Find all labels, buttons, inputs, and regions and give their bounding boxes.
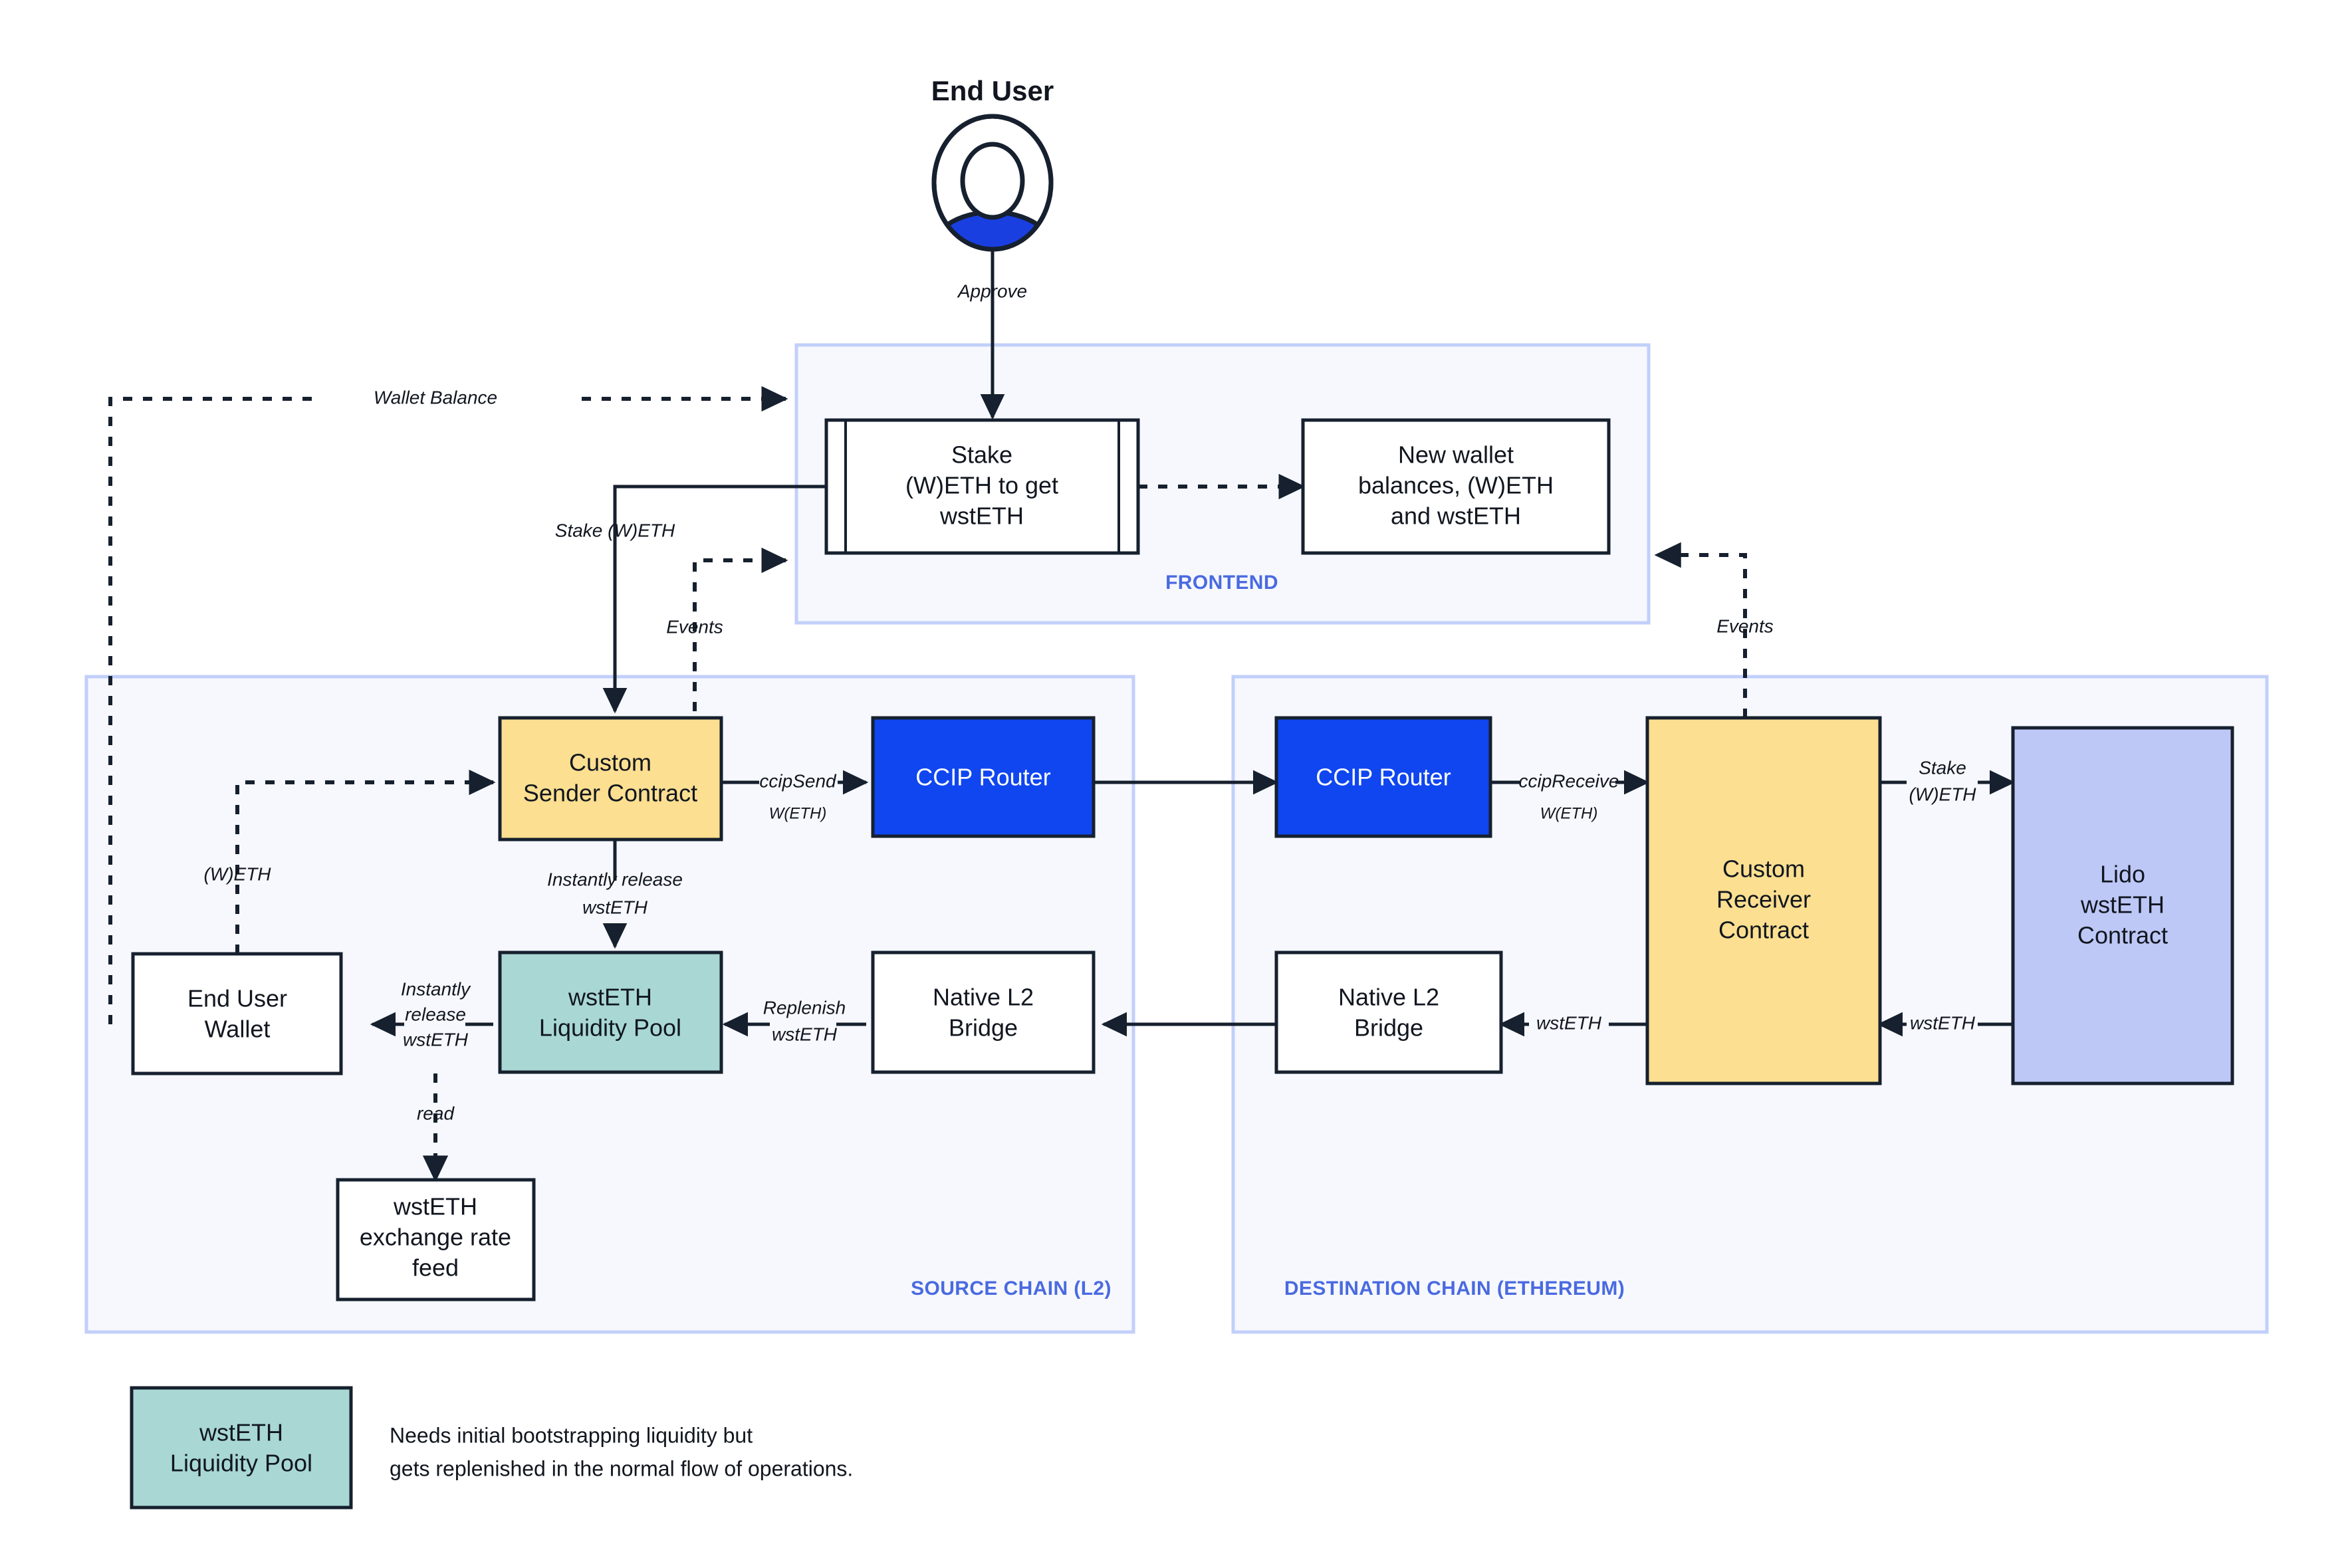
legend-description-line2: gets replenished in the normal flow of o… [390, 1456, 853, 1480]
edge-label-wallet-balance: Wallet Balance [374, 387, 497, 407]
edge-ccip-receive: ccipReceive W(ETH) [1490, 770, 1650, 822]
node-custom-receiver-line3: Contract [1718, 917, 1809, 944]
node-stake-label-line2: (W)ETH to get [905, 472, 1058, 499]
edge-wallet-balance: Wallet Balance [108, 380, 788, 1024]
node-new-balances-line2: balances, (W)ETH [1358, 472, 1554, 499]
edge-label-events-right: Events [1716, 616, 1774, 636]
edge-replenish-wsteth: Replenish wstETH [722, 997, 866, 1044]
edge-label-instantly-release-left-line3: wstETH [403, 1029, 469, 1050]
node-end-user-wallet-line2: Wallet [205, 1016, 271, 1043]
node-lido-line1: Lido [2100, 861, 2145, 888]
edge-label-events-left: Events [666, 616, 723, 637]
edge-label-replenish-line1: Replenish [763, 997, 846, 1018]
node-ccip-router-source-label: CCIP Router [915, 764, 1050, 791]
edge-label-stake-weth: Stake (W)ETH [555, 520, 675, 540]
node-stake-label-line3: wstETH [939, 503, 1024, 530]
edge-label-wsteth-right: wstETH [1910, 1012, 1976, 1033]
node-new-balances-line3: and wstETH [1391, 503, 1521, 530]
legend-swatch-line1: wstETH [199, 1419, 283, 1446]
edge-label-ccip-send: ccipSend [759, 770, 837, 791]
node-end-user-wallet-line1: End User [187, 985, 287, 1012]
edge-label-ccip-receive: ccipReceive [1519, 770, 1619, 791]
node-native-bridge-eth-line1: Native L2 [1338, 984, 1439, 1011]
node-ccip-router-destination[interactable]: CCIP Router [1274, 716, 1492, 838]
node-lido-wsteth-contract[interactable]: Lido wstETH Contract [2011, 726, 2234, 1085]
legend-swatch-line2: Liquidity Pool [170, 1450, 312, 1477]
edge-wsteth-mid: wstETH [1498, 1012, 1647, 1037]
node-wsteth-liquidity-pool[interactable]: wstETH Liquidity Pool [498, 951, 723, 1074]
container-label-frontend: FRONTEND [1165, 572, 1278, 594]
node-native-bridge-eth-line2: Bridge [1354, 1014, 1423, 1042]
edge-read: read [417, 1073, 455, 1182]
node-new-balances-line1: New wallet [1398, 441, 1514, 469]
node-custom-receiver-contract[interactable]: Custom Receiver Contract [1645, 716, 1882, 1085]
edge-label-read: read [417, 1103, 455, 1123]
edge-approve: Approve [957, 239, 1027, 420]
edge-label-instantly-release-line1: Instantly release [547, 869, 683, 889]
edge-ccip-send: ccipSend W(ETH) [721, 770, 869, 822]
legend: wstETH Liquidity Pool Needs initial boot… [130, 1386, 853, 1510]
node-exchange-feed-line3: feed [412, 1254, 459, 1282]
node-ccip-router-destination-label: CCIP Router [1316, 764, 1451, 791]
node-custom-receiver-line1: Custom [1722, 855, 1805, 883]
node-ccip-router-source[interactable]: CCIP Router [871, 716, 1096, 838]
edge-label-instantly-release-left-line2: release [405, 1004, 466, 1024]
edge-label-ccip-send-sub: W(ETH) [769, 804, 827, 822]
node-liquidity-pool-line1: wstETH [568, 984, 652, 1011]
edge-label-replenish-line2: wstETH [772, 1024, 838, 1044]
edge-instantly-release-left: Instantly release wstETH [370, 978, 493, 1050]
node-liquidity-pool-line2: Liquidity Pool [539, 1014, 681, 1042]
node-native-bridge-l2-line1: Native L2 [933, 984, 1034, 1011]
edge-label-weth: (W)ETH [203, 863, 271, 884]
legend-swatch [130, 1386, 353, 1510]
edge-instantly-release-down: Instantly release wstETH [547, 840, 683, 949]
node-new-wallet-balances[interactable]: New wallet balances, (W)ETH and wstETH [1301, 418, 1611, 555]
container-label-source-chain: SOURCE CHAIN (L2) [911, 1278, 1112, 1299]
edge-label-approve: Approve [957, 280, 1027, 301]
node-lido-line2: wstETH [2080, 891, 2165, 919]
edge-label-instantly-release-left-line1: Instantly [401, 978, 471, 999]
node-end-user-wallet[interactable]: End User Wallet [131, 952, 343, 1075]
end-user-title: End User [931, 75, 1054, 106]
container-label-destination-chain: DESTINATION CHAIN (ETHEREUM) [1284, 1278, 1625, 1299]
edge-events-left: Events [666, 547, 788, 711]
node-exchange-feed-line2: exchange rate [360, 1224, 511, 1251]
edge-events-right: Events [1654, 542, 1774, 718]
node-custom-sender-line1: Custom [569, 749, 651, 776]
node-native-bridge-l2-line2: Bridge [949, 1014, 1018, 1042]
node-stake-weth-to-get-wsteth[interactable]: Stake (W)ETH to get wstETH [824, 418, 1140, 555]
node-lido-line3: Contract [2077, 922, 2168, 949]
edge-weth-to-sender: (W)ETH [203, 769, 496, 954]
edge-label-instantly-release-line2: wstETH [582, 897, 648, 917]
node-wsteth-exchange-rate-feed[interactable]: wstETH exchange rate feed [336, 1178, 536, 1301]
edge-label-wsteth-mid: wstETH [1536, 1012, 1602, 1033]
node-custom-sender-contract[interactable]: Custom Sender Contract [498, 716, 723, 841]
legend-description-line1: Needs initial bootstrapping liquidity bu… [390, 1423, 753, 1447]
edge-stake-weth-right: Stake (W)ETH [1879, 757, 2016, 804]
node-stake-label-line1: Stake [951, 441, 1012, 469]
edge-label-stake-weth-right-line1: Stake [1919, 757, 1966, 778]
end-user-actor: End User [931, 75, 1054, 252]
user-avatar-icon [931, 114, 1054, 252]
edge-stake-weth: Stake (W)ETH [555, 485, 826, 714]
edge-wsteth-right: wstETH [1877, 1012, 2013, 1037]
node-native-l2-bridge-source[interactable]: Native L2 Bridge [871, 951, 1096, 1074]
node-custom-receiver-line2: Receiver [1716, 886, 1811, 913]
edge-label-ccip-receive-sub: W(ETH) [1540, 804, 1598, 822]
node-exchange-feed-line1: wstETH [393, 1193, 477, 1220]
node-native-l2-bridge-destination[interactable]: Native L2 Bridge [1274, 951, 1503, 1074]
edge-label-stake-weth-right-line2: (W)ETH [1909, 784, 1976, 804]
node-custom-sender-line2: Sender Contract [523, 780, 697, 807]
